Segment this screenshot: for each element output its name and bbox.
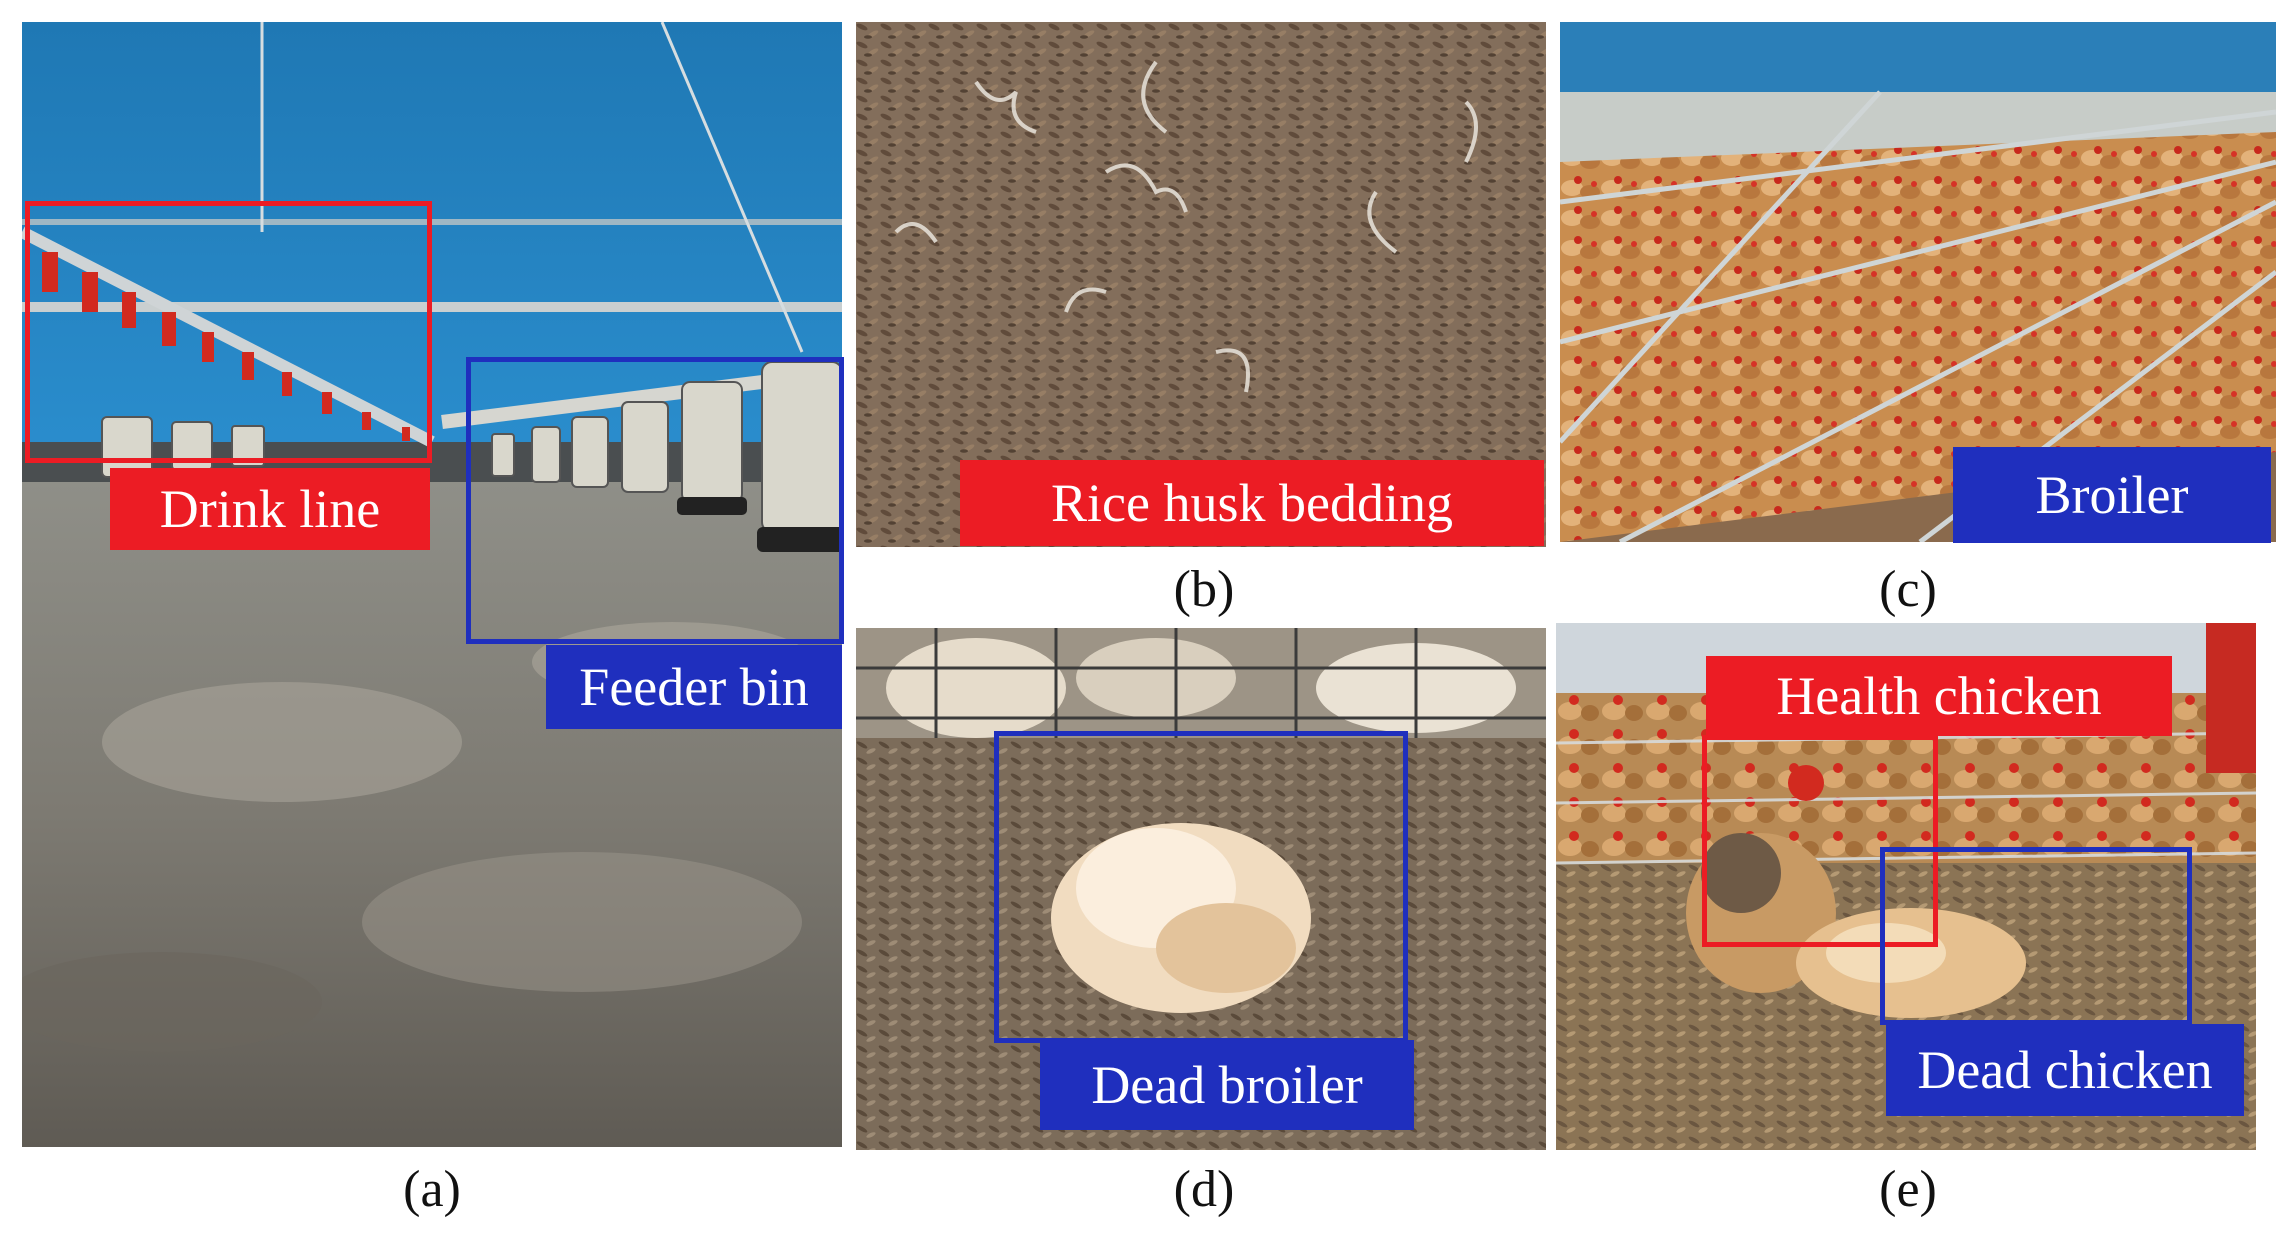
rice-husk-bedding-label: Rice husk bedding bbox=[960, 460, 1544, 546]
feeder-bin-label: Feeder bin bbox=[546, 645, 842, 729]
panel-c-caption: (c) bbox=[1879, 561, 1937, 618]
panel-c-photo bbox=[1560, 22, 2276, 542]
health-chicken-label: Health chicken bbox=[1706, 656, 2172, 736]
dead-chicken-label: Dead chicken bbox=[1886, 1024, 2244, 1116]
panel-a-caption: (a) bbox=[403, 1161, 461, 1218]
rice-husk-bedding-photo bbox=[856, 22, 1546, 547]
dead-broiler-box bbox=[994, 731, 1408, 1043]
feeder-bin-box bbox=[466, 357, 844, 644]
panel-b-photo bbox=[856, 22, 1546, 547]
broiler-house-photo bbox=[1560, 22, 2276, 542]
panel-a-photo bbox=[22, 22, 842, 1147]
drink-line-label: Drink line bbox=[110, 468, 430, 550]
dead-broiler-label: Dead broiler bbox=[1040, 1040, 1414, 1130]
poultry-house-empty-photo bbox=[22, 22, 842, 1147]
panel-b-caption: (b) bbox=[1173, 561, 1235, 618]
dead-chicken-box bbox=[1880, 847, 2192, 1025]
panel-d-caption: (d) bbox=[1173, 1161, 1235, 1218]
drink-line-box bbox=[25, 201, 432, 463]
health-chicken-box bbox=[1702, 735, 1938, 947]
broiler-label: Broiler bbox=[1953, 447, 2271, 543]
panel-e-caption: (e) bbox=[1879, 1161, 1937, 1218]
